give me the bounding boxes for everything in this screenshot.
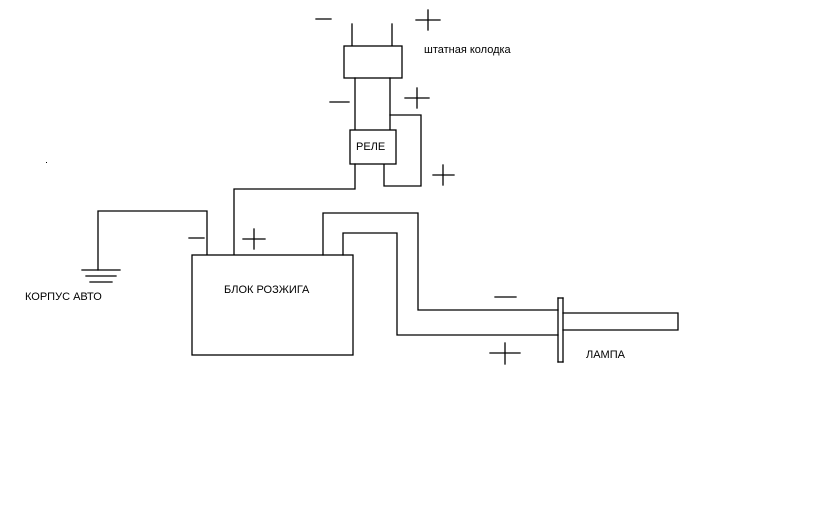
relay-label: РЕЛЕ (356, 141, 385, 153)
connector-label: штатная колодка (424, 44, 512, 56)
lamp-body (562, 312, 679, 331)
connector-box (343, 45, 403, 79)
polarity-mark-relay-in-plus (404, 87, 430, 109)
wire-relay-to-ballast (233, 163, 356, 256)
ballast-label: БЛОК РОЗЖИГА (224, 284, 310, 296)
lamp-label: ЛАМПА (586, 349, 626, 361)
ballast-box (191, 254, 354, 356)
polarity-mark-lamp-plus (489, 342, 521, 365)
wire-ballast-lamp-minus (322, 212, 559, 311)
polarity-mark-connector-plus (415, 9, 441, 31)
ground-symbol (81, 210, 208, 283)
stray-dot (46, 162, 47, 163)
polarity-mark-relay-out-plus (432, 164, 455, 186)
wire-relay-bypass-loop (383, 114, 422, 187)
polarity-mark-ballast-in-plus (242, 228, 266, 250)
relay-box (349, 129, 397, 165)
wire-ballast-lamp-plus (342, 232, 559, 336)
wire-ballast-to-ground (97, 210, 208, 271)
lamp-symbol (557, 297, 679, 363)
connector-block (343, 23, 403, 79)
ground-label: КОРПУС АВТО (25, 291, 102, 303)
